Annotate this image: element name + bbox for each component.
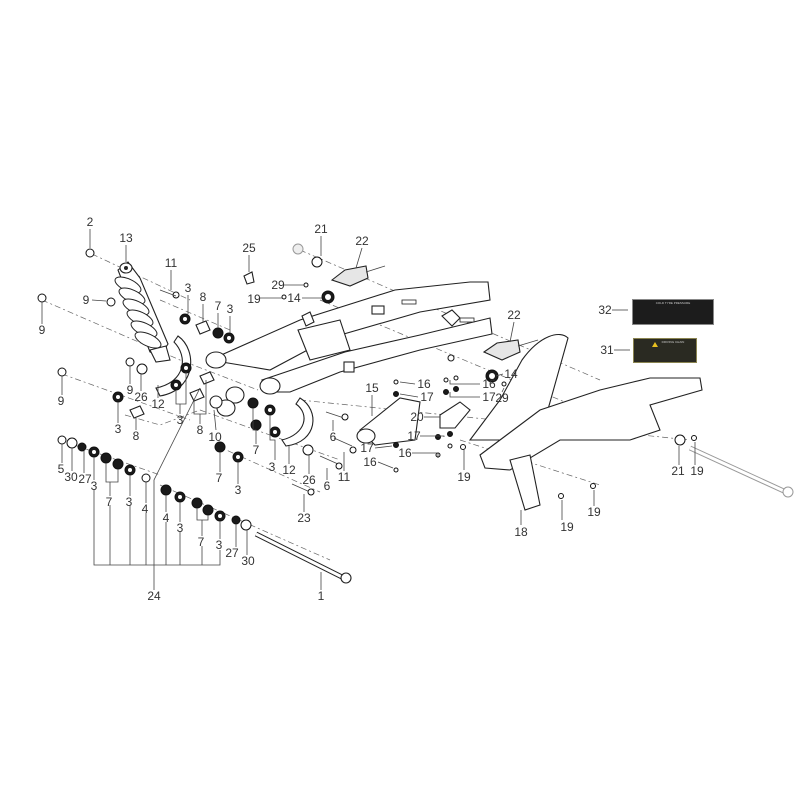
part-callout-30: 30	[241, 554, 255, 568]
part-callout-21: 21	[314, 222, 328, 236]
swingarm	[205, 281, 493, 395]
part-callout-3: 3	[226, 302, 234, 316]
part-callout-19: 19	[457, 470, 471, 484]
part-callout-24: 24	[147, 589, 161, 603]
part-callout-3: 3	[176, 521, 184, 535]
part-callout-4: 4	[141, 502, 149, 516]
tyre-pressure-decal: COLD TYRE PRESSURE	[632, 299, 714, 325]
linkage-arm	[356, 397, 471, 446]
tyre-pressure-decal-text: COLD TYRE PRESSURE	[655, 301, 691, 305]
part-callout-19: 19	[560, 520, 574, 534]
part-callout-32: 32	[598, 303, 612, 317]
part-callout-15: 15	[365, 381, 379, 395]
axles	[254, 445, 794, 584]
part-callout-9: 9	[126, 383, 134, 397]
washers-and-nuts	[37, 243, 697, 531]
chain-warning-decal-text: DRIVING CHAIN	[661, 340, 685, 344]
part-callout-26: 26	[134, 390, 148, 404]
part-callout-7: 7	[105, 495, 113, 509]
part-callout-20: 20	[410, 410, 424, 424]
part-callout-14: 14	[504, 367, 518, 381]
part-callout-9: 9	[82, 293, 90, 307]
part-callout-4: 4	[162, 511, 170, 525]
part-callout-25: 25	[242, 241, 256, 255]
part-callout-14: 14	[287, 291, 301, 305]
part-callout-8: 8	[132, 429, 140, 443]
part-callout-12: 12	[151, 397, 165, 411]
part-callout-6: 6	[329, 430, 337, 444]
part-callout-26: 26	[302, 473, 316, 487]
part-callout-29: 29	[495, 391, 509, 405]
part-callout-31: 31	[600, 343, 614, 357]
chain-guards	[155, 335, 314, 447]
part-callout-13: 13	[119, 231, 133, 245]
part-callout-17: 17	[360, 441, 374, 455]
part-callout-18: 18	[514, 525, 528, 539]
part-callout-7: 7	[214, 299, 222, 313]
part-callout-5: 5	[57, 462, 65, 476]
part-callout-3: 3	[268, 460, 276, 474]
part-callout-3: 3	[90, 479, 98, 493]
part-callout-29: 29	[271, 278, 285, 292]
part-callout-3: 3	[114, 422, 122, 436]
dog-bone-links	[209, 386, 245, 417]
chain-warning-decal: DRIVING CHAIN	[633, 338, 697, 363]
part-callout-8: 8	[196, 423, 204, 437]
chain-adjusters	[330, 265, 539, 361]
warning-triangle-icon	[652, 342, 658, 347]
part-callout-17: 17	[420, 390, 434, 404]
rear-fender	[468, 333, 703, 511]
pins-and-bolts	[129, 271, 357, 496]
part-callout-17: 17	[482, 390, 496, 404]
part-callout-19: 19	[587, 505, 601, 519]
part-callout-27: 27	[78, 472, 92, 486]
part-callout-10: 10	[208, 430, 222, 444]
part-callout-7: 7	[197, 535, 205, 549]
part-callout-11: 11	[164, 256, 178, 270]
part-callout-23: 23	[297, 511, 311, 525]
part-callout-3: 3	[184, 281, 192, 295]
part-callout-8: 8	[199, 290, 207, 304]
part-callout-19: 19	[690, 464, 704, 478]
part-callout-16: 16	[398, 446, 412, 460]
part-callout-21: 21	[671, 464, 685, 478]
part-callout-9: 9	[38, 323, 46, 337]
part-callout-11: 11	[337, 470, 351, 484]
part-callout-3: 3	[215, 538, 223, 552]
part-callout-17: 17	[407, 429, 421, 443]
part-callout-2: 2	[86, 215, 94, 229]
part-callout-30: 30	[64, 470, 78, 484]
part-callout-6: 6	[323, 479, 331, 493]
part-callout-16: 16	[417, 377, 431, 391]
part-callout-3: 3	[176, 413, 184, 427]
part-callout-9: 9	[57, 394, 65, 408]
part-callout-7: 7	[215, 471, 223, 485]
part-callout-22: 22	[507, 308, 521, 322]
part-callout-22: 22	[355, 234, 369, 248]
leader-lines	[41, 229, 696, 590]
part-callout-19: 19	[247, 292, 261, 306]
part-callout-3: 3	[125, 495, 133, 509]
part-callout-3: 3	[234, 483, 242, 497]
part-callout-1: 1	[317, 589, 325, 603]
part-callout-16: 16	[482, 377, 496, 391]
shock-absorber	[114, 261, 171, 363]
part-callout-7: 7	[252, 443, 260, 457]
part-callout-27: 27	[225, 546, 239, 560]
part-callout-16: 16	[363, 455, 377, 469]
part-callout-12: 12	[282, 463, 296, 477]
